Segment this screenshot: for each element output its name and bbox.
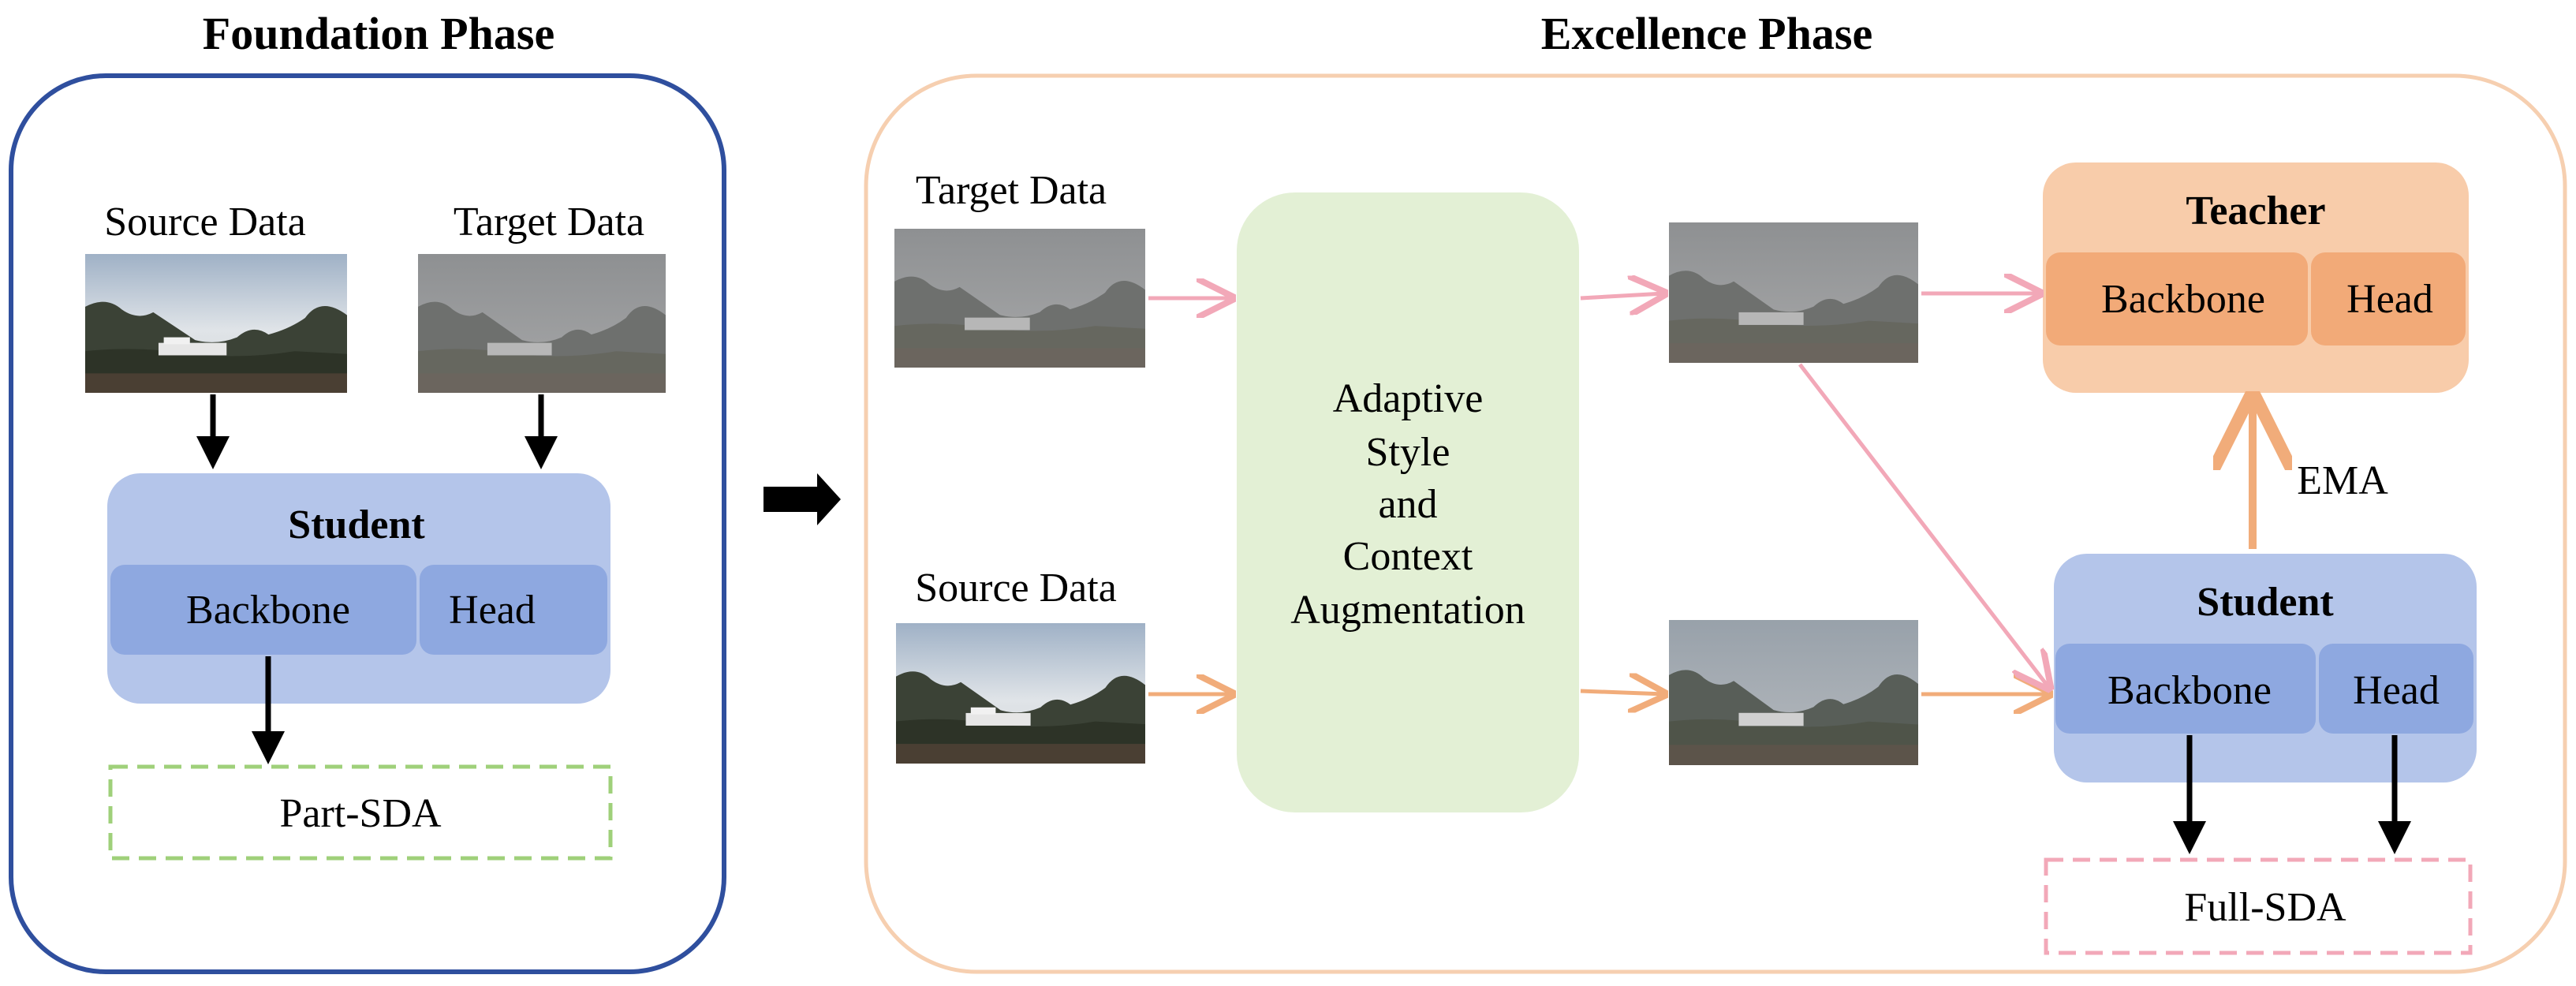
foundation-target-image	[418, 254, 666, 393]
target-image-to-student-arrow	[1798, 363, 2049, 688]
excellence-student-title: Student	[2197, 580, 2334, 625]
excellence-student-block: Student Backbone Head	[2054, 554, 2477, 782]
excellence-target-label: Target Data	[916, 168, 1107, 213]
excellence-head-label: Head	[2353, 668, 2440, 713]
full-sda-label: Full-SDA	[2184, 885, 2346, 930]
teacher-backbone-label: Backbone	[2101, 277, 2265, 322]
foundation-backbone-label: Backbone	[186, 588, 350, 633]
part-sda-box	[108, 764, 613, 861]
foundation-student-title: Student	[288, 502, 425, 547]
full-sda-box	[2044, 857, 2473, 955]
foundation-head-box	[420, 565, 607, 655]
teacher-backbone-box	[2046, 252, 2308, 345]
augmented-target-image	[1669, 222, 1918, 363]
foundation-source-label: Source Data	[104, 200, 306, 245]
foundation-backbone-box	[110, 565, 416, 655]
augmentation-line-4: Context	[1343, 534, 1473, 579]
augment-to-source-image-arrow	[1580, 691, 1664, 694]
teacher-head-label: Head	[2346, 277, 2433, 322]
excellence-head-box	[2319, 644, 2473, 734]
phase-transition-arrow	[763, 473, 841, 525]
foundation-phase-frame	[9, 73, 726, 974]
excellence-backbone-box	[2055, 644, 2316, 734]
augmentation-line-5: Augmentation	[1290, 588, 1525, 633]
augmentation-line-2: Style	[1366, 430, 1450, 475]
augmentation-line-1: Adaptive	[1333, 376, 1484, 421]
foundation-target-label: Target Data	[454, 200, 644, 245]
foundation-head-label: Head	[449, 588, 536, 633]
foundation-student-block: Student Backbone Head	[107, 473, 610, 704]
teacher-title: Teacher	[2186, 189, 2325, 233]
teacher-head-box	[2311, 252, 2466, 345]
ema-label: EMA	[2297, 458, 2388, 503]
foundation-phase-title: Foundation Phase	[203, 8, 554, 59]
part-sda-label: Part-SDA	[279, 791, 442, 836]
excellence-phase-title: Excellence Phase	[1541, 8, 1872, 59]
augment-to-target-image-arrow	[1580, 293, 1664, 298]
excellence-source-label: Source Data	[915, 566, 1117, 611]
excellence-source-image	[896, 623, 1145, 764]
excellence-phase-frame	[864, 73, 2567, 974]
excellence-target-image	[894, 229, 1145, 368]
augmentation-box	[1237, 192, 1579, 812]
augmentation-line-3: and	[1378, 482, 1437, 527]
augmentation-block: Adaptive Style and Context Augmentation	[1237, 192, 1579, 812]
teacher-block: Teacher Backbone Head	[2043, 162, 2469, 393]
augmented-source-image	[1669, 620, 1918, 765]
excellence-backbone-label: Backbone	[2107, 668, 2272, 713]
foundation-source-image	[85, 254, 347, 393]
